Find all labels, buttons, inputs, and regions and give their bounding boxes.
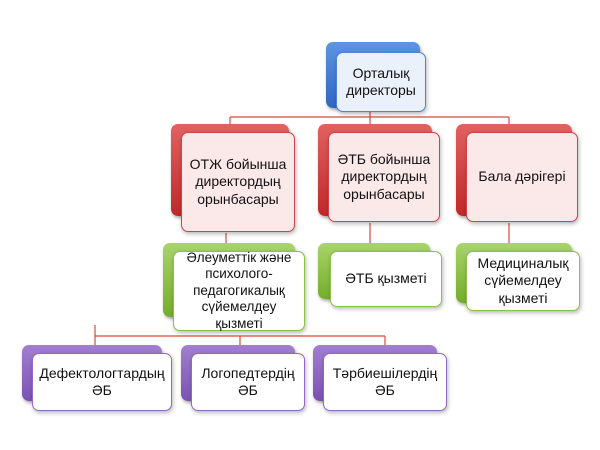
node-label: Дефектологтардың ӘБ [32, 353, 172, 411]
node-label: Тәрбиешілердің ӘБ [323, 353, 447, 411]
node-social-psych-service: Әлеуметтік және психолого- педагогикалық… [163, 243, 305, 331]
node-atb-service: ӘТБ қызметі [318, 243, 442, 307]
node-label: Әлеуметтік және психолого- педагогикалық… [173, 250, 305, 331]
node-speech-therapists-ab: Логопедтердің ӘБ [181, 345, 305, 411]
node-central-director: Орталық директоры [326, 42, 426, 112]
node-label: Орталық директоры [336, 52, 426, 112]
node-label: ӘТБ бойынша директордың орынбасары [328, 132, 440, 222]
node-label: Логопедтердің ӘБ [191, 353, 305, 411]
node-defectologists-ab: Дефектологтардың ӘБ [22, 345, 172, 411]
node-label: Бала дәрігері [466, 132, 578, 222]
node-medical-service: Медициналық сүйемелдеу қызметі [456, 243, 580, 311]
node-deputy-atb: ӘТБ бойынша директордың орынбасары [318, 124, 440, 222]
node-pediatrician: Бала дәрігері [456, 124, 578, 222]
node-label: ОТЖ бойынша директордың орынбасары [181, 132, 295, 232]
node-label: ӘТБ қызметі [330, 251, 442, 307]
node-educators-ab: Тәрбиешілердің ӘБ [313, 345, 447, 411]
node-label: Медициналық сүйемелдеу қызметі [466, 251, 580, 311]
node-deputy-otzh: ОТЖ бойынша директордың орынбасары [171, 124, 295, 232]
